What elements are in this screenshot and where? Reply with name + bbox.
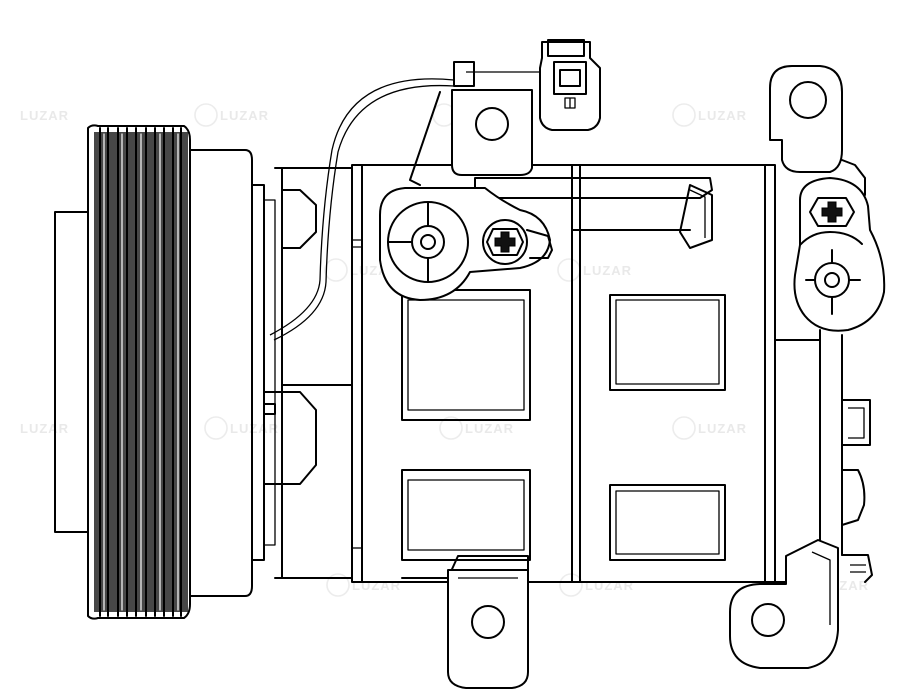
watermark-text: LUZAR	[583, 263, 632, 278]
mounting-ear-icon	[401, 555, 529, 689]
pulley-icon	[54, 124, 191, 620]
watermark-text: LUZAR	[698, 421, 747, 436]
luzar-logo-icon: LUZAR	[439, 416, 514, 440]
watermark-text: LUZAR	[220, 108, 269, 123]
watermark-text: LUZAR	[352, 578, 401, 593]
panel-lower-left	[401, 469, 531, 561]
luzar-logo-icon: LUZAR	[204, 416, 279, 440]
panel-lower-right	[609, 484, 726, 561]
panel-upper-left	[401, 289, 531, 421]
right-side-rail	[841, 399, 873, 583]
sensor-wire	[269, 61, 540, 341]
bolt-head-icon	[482, 219, 528, 265]
watermark-text: LUZAR	[20, 421, 69, 436]
clutch-housing	[189, 149, 353, 597]
luzar-logo-icon: LUZAR	[557, 258, 632, 282]
electrical-connector-icon	[539, 39, 601, 131]
bolt-head-icon	[809, 197, 855, 227]
discharge-valve-block	[774, 177, 886, 556]
luzar-logo-icon: LUZAR	[672, 416, 747, 440]
watermark-text: LUZAR	[698, 108, 747, 123]
mounting-ear-icon	[729, 539, 839, 669]
mounting-ear-icon	[409, 89, 533, 186]
watermark-text: LUZAR	[230, 421, 279, 436]
pulley-grooves	[94, 127, 188, 617]
watermark-text: LUZAR	[20, 108, 69, 123]
luzar-logo-icon: LUZAR	[672, 103, 747, 127]
luzar-logo-icon: LUZAR	[194, 103, 269, 127]
pressure-bracket	[379, 187, 553, 301]
watermark-text: LUZAR	[585, 578, 634, 593]
panel-upper-right	[609, 294, 726, 391]
luzar-logo-icon: LUZAR	[20, 421, 69, 436]
luzar-logo-icon: LUZAR	[20, 108, 69, 123]
body-panels	[401, 289, 726, 561]
mounting-ear-icon	[769, 65, 866, 196]
watermark-text: LUZAR	[465, 421, 514, 436]
